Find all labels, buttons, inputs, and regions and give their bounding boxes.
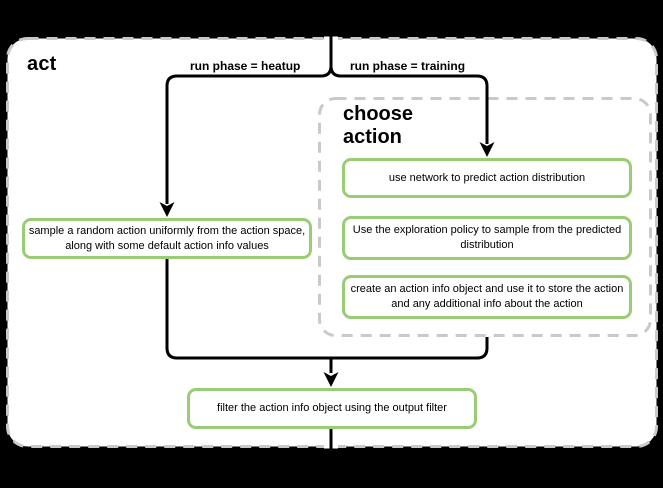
- sample-random-action-node: sample a random action uniformly from th…: [22, 218, 312, 259]
- filter-action-info-text: filter the action info object using the …: [217, 402, 447, 415]
- arrowhead-into-use-network-node: [479, 142, 495, 157]
- filter-action-info-node: filter the action info object using the …: [187, 388, 477, 429]
- create-action-info-text: create an action info object and use it …: [350, 283, 624, 310]
- use-network-node: use network to predict action distributi…: [342, 158, 632, 198]
- arrowhead-into-filter-node: [323, 372, 339, 387]
- exploration-policy-text: Use the exploration policy to sample fro…: [352, 224, 622, 251]
- create-action-info-node: create an action info object and use it …: [342, 275, 632, 319]
- panel-title: act: [27, 53, 57, 75]
- use-network-text: use network to predict action distributi…: [388, 171, 586, 184]
- training-branch-connector: [329, 65, 489, 144]
- exploration-policy-node: Use the exploration policy to sample fro…: [342, 216, 632, 260]
- sample-random-action-text: sample a random action uniformly from th…: [28, 224, 306, 252]
- choose-action-group-title: choose action: [343, 103, 414, 148]
- choose-action-group-border: [318, 97, 652, 337]
- group-output-connector: [476, 337, 489, 360]
- training-branch-label: run phase = training: [350, 59, 466, 73]
- sample-output-connector: [165, 258, 477, 360]
- arrowhead-into-sample-node: [159, 202, 175, 217]
- heatup-branch-label: run phase = heatup: [190, 59, 301, 73]
